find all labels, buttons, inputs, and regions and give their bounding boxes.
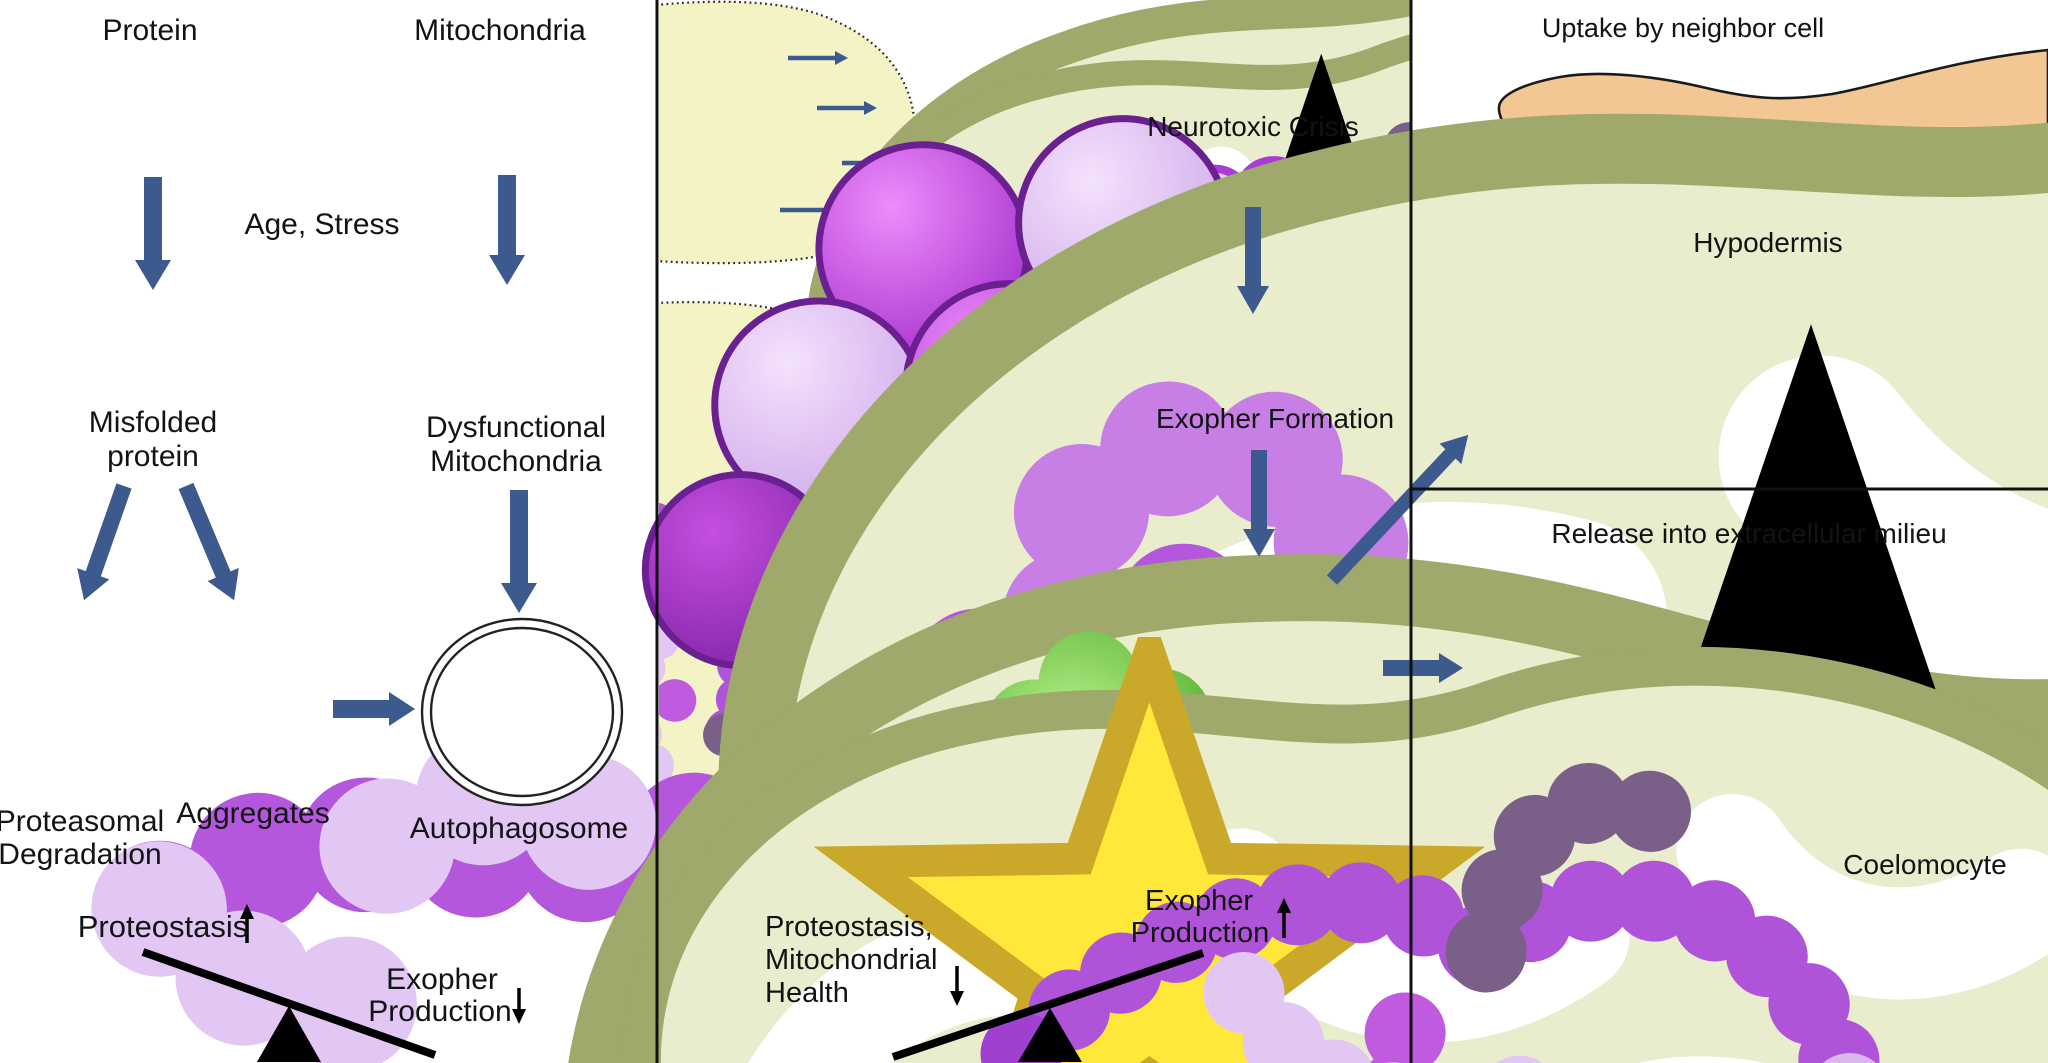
arrow-down-icon bbox=[135, 177, 171, 290]
trend-down-icon bbox=[512, 1009, 526, 1024]
fulcrum-icon bbox=[257, 1006, 321, 1062]
balance-left bbox=[141, 904, 526, 1062]
trend-down-icon bbox=[950, 991, 964, 1006]
arrow-down-icon bbox=[1237, 207, 1269, 314]
panel-dividers bbox=[655, 0, 2048, 1063]
arrow-down-icon bbox=[501, 490, 537, 613]
arrow-down-icon bbox=[489, 175, 525, 285]
arrow-diagonal-icon bbox=[178, 482, 239, 601]
arrow-to-release-icon bbox=[1383, 653, 1463, 683]
trend-up-icon bbox=[1277, 898, 1291, 913]
autophagosome-icon bbox=[420, 617, 2048, 1063]
arrow-right-icon bbox=[333, 692, 415, 726]
flow-arrows bbox=[77, 175, 1469, 726]
arrow-to-hypodermis-icon bbox=[1326, 434, 1469, 585]
arrow-down-icon bbox=[1243, 450, 1275, 557]
trend-up-icon bbox=[240, 904, 254, 919]
fulcrum-icon bbox=[1018, 1008, 1082, 1062]
arrow-diagonal-icon bbox=[77, 483, 132, 601]
left-panel-art bbox=[159, 0, 2048, 1063]
balance-middle bbox=[891, 898, 1291, 1062]
